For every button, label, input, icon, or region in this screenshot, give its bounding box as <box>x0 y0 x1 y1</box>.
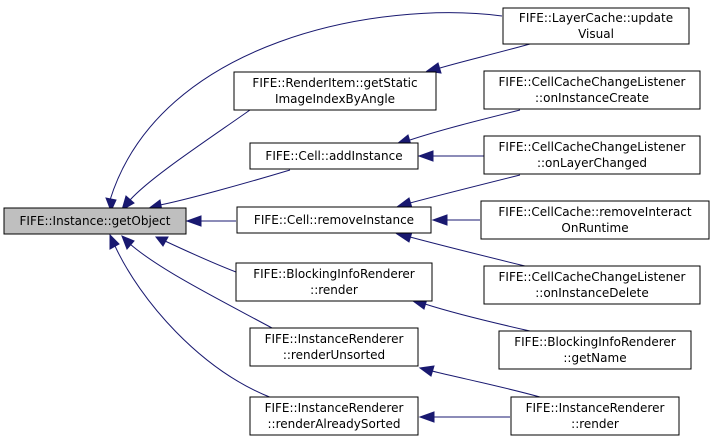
edges <box>105 12 541 423</box>
node-label-line: ::renderUnsorted <box>283 348 385 362</box>
edge-line <box>409 174 521 204</box>
node-box <box>249 327 419 367</box>
edge-addinstance-root <box>146 169 291 212</box>
node-label-line: FIFE::CellCacheChangeListener <box>499 75 686 89</box>
node-cell-removeinstance[interactable]: FIFE::Cell::removeInstance <box>236 206 432 234</box>
node-label-line: FIFE::Cell::addInstance <box>265 149 402 163</box>
node-box <box>249 142 419 170</box>
node-box <box>3 207 187 235</box>
edge-line <box>109 12 503 201</box>
node-label-line: FIFE::InstanceRenderer <box>265 332 404 346</box>
node-label-line: FIFE::Instance::getObject <box>20 214 171 228</box>
edge-renderitem-root <box>121 109 251 212</box>
node-blocking-render[interactable]: FIFE::BlockingInfoRenderer::render <box>235 262 433 302</box>
node-label-line: ::renderAlreadySorted <box>268 417 401 431</box>
nodes: FIFE::Instance::getObject FIFE::LayerCach… <box>3 7 710 436</box>
node-label-line: ::onInstanceCreate <box>535 91 649 105</box>
node-box <box>483 265 701 305</box>
node-label-line: ImageIndexByAngle <box>275 92 395 106</box>
node-box <box>236 206 432 234</box>
edge-arrowhead <box>185 215 202 227</box>
edge-arrowhead <box>418 411 435 423</box>
node-instrenderer-render[interactable]: FIFE::InstanceRenderer::render <box>510 396 680 436</box>
node-label-line: Visual <box>578 27 614 41</box>
node-blocking-getname[interactable]: FIFE::BlockingInfoRenderer::getName <box>498 330 692 370</box>
node-box <box>502 7 690 45</box>
node-instrenderer-unsorted[interactable]: FIFE::InstanceRenderer::renderUnsorted <box>249 327 419 367</box>
edge-arrowhead <box>105 197 117 213</box>
node-box <box>249 396 419 436</box>
node-label-line: FIFE::Cell::removeInstance <box>254 213 414 227</box>
node-label-line: FIFE::CellCache::removeInteract <box>498 205 692 219</box>
node-cell-addinstance[interactable]: FIFE::Cell::addInstance <box>249 142 419 170</box>
node-box <box>480 200 710 240</box>
edge-layer-add <box>417 150 484 162</box>
node-root: FIFE::Instance::getObject <box>3 207 187 235</box>
edge-unsorted-root <box>121 235 273 329</box>
edge-arrowhead <box>109 233 120 250</box>
node-label-line: FIFE::CellCacheChangeListener <box>499 270 686 284</box>
edge-render-unsorted <box>418 365 541 398</box>
node-label-line: FIFE::InstanceRenderer <box>265 401 404 415</box>
edge-line <box>409 109 521 141</box>
node-instrenderer-alreadysorted[interactable]: FIFE::InstanceRenderer::renderAlreadySor… <box>249 396 419 436</box>
node-box <box>498 330 692 370</box>
edge-arrowhead <box>154 236 169 247</box>
edge-arrowhead <box>418 365 435 377</box>
edge-line <box>129 243 273 329</box>
node-label-line: ::getName <box>563 351 626 365</box>
node-cclistener-create[interactable]: FIFE::CellCacheChangeListener::onInstanc… <box>483 70 701 110</box>
edge-line <box>129 109 251 201</box>
edge-interact-remove <box>431 214 480 226</box>
node-label-line: FIFE::RenderItem::getStatic <box>252 76 417 90</box>
node-label-line: FIFE::BlockingInfoRenderer <box>514 335 676 349</box>
node-box <box>483 135 701 175</box>
node-label-line: ::onInstanceDelete <box>535 286 649 300</box>
node-label-line: FIFE::BlockingInfoRenderer <box>253 267 415 281</box>
edge-line <box>114 245 273 399</box>
node-renderitem-getstatic[interactable]: FIFE::RenderItem::getStaticImageIndexByA… <box>233 71 437 111</box>
node-box <box>235 262 433 302</box>
node-cclistener-layerchanged[interactable]: FIFE::CellCacheChangeListener::onLayerCh… <box>483 135 701 175</box>
edge-line <box>409 236 526 267</box>
edge-arrowhead <box>121 235 135 250</box>
node-box <box>483 70 701 110</box>
node-label-line: FIFE::CellCacheChangeListener <box>499 140 686 154</box>
node-label-line: ::render <box>310 283 358 297</box>
node-box <box>233 71 437 111</box>
edge-blocking-root <box>154 236 237 273</box>
edge-layercache-renderitem <box>425 43 531 74</box>
node-label-line: FIFE::LayerCache::update <box>519 11 673 25</box>
edge-line <box>159 169 291 206</box>
node-label-line: ::render <box>571 417 619 431</box>
edge-line <box>164 240 237 273</box>
edge-sorted-root <box>109 233 273 399</box>
edge-render-sorted <box>418 411 510 423</box>
node-label-line: FIFE::InstanceRenderer <box>526 401 665 415</box>
edge-arrowhead <box>121 195 135 212</box>
edge-arrowhead <box>417 150 434 162</box>
edge-line <box>439 43 531 69</box>
edge-line <box>431 370 541 398</box>
node-box <box>510 396 680 436</box>
edge-remove-root <box>185 215 236 227</box>
node-label-line: ::onLayerChanged <box>537 156 647 170</box>
node-cclistener-delete[interactable]: FIFE::CellCacheChangeListener::onInstanc… <box>483 265 701 305</box>
edge-layercache-root <box>105 12 503 213</box>
edge-line <box>424 303 531 332</box>
edge-arrowhead <box>431 214 448 226</box>
node-label-line: OnRuntime <box>561 221 628 235</box>
